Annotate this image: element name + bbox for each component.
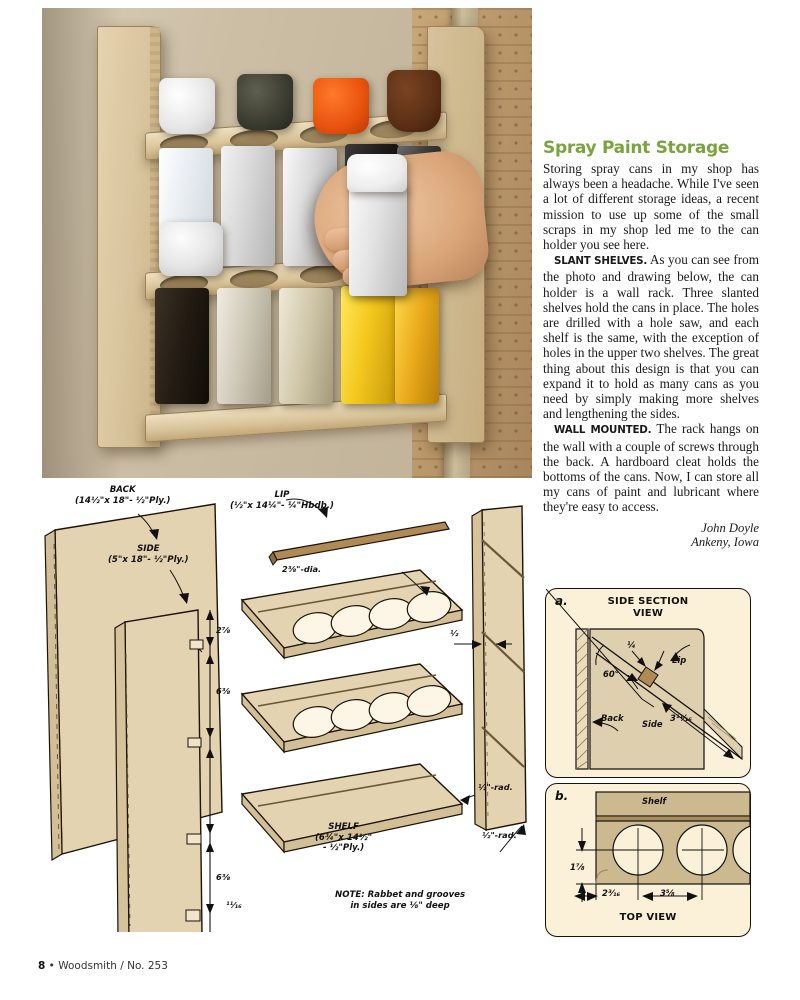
project-photo (42, 8, 532, 478)
detail-a-title-line1: SIDE SECTION (607, 596, 689, 607)
byline: John Doyle Ankeny, Iowa (543, 521, 759, 549)
spray-can (395, 288, 439, 404)
spray-can-cap-white (159, 78, 215, 134)
part-name-side: SIDE (137, 544, 160, 554)
dim-top-gap: 2⅞ (216, 625, 231, 635)
article-paragraph-1: Storing spray cans in my shop has always… (543, 161, 759, 253)
part-name-shelf: SHELF (328, 822, 359, 832)
spray-can-held (349, 184, 407, 296)
footer-page-number: 8 (38, 960, 46, 972)
dim-radius-side: ½"-rad. (478, 782, 513, 792)
drawing-vectors (44, 498, 527, 932)
dim-hole-diameter: 2⅜"-dia. (282, 564, 322, 574)
detail-a-vectors (546, 589, 743, 770)
paragraph-2-body: As you can see from the photo and drawin… (543, 252, 760, 422)
detail-a-title-line2: VIEW (632, 607, 664, 619)
part-label-back: BACK (14½"x 18"- ½"Ply.) (75, 485, 170, 506)
part-spec-back: (14½"x 18"- ½"Ply.) (75, 495, 171, 506)
spray-can (341, 286, 395, 404)
article-column: Spray Paint Storage Storing spray cans i… (543, 138, 759, 549)
detail-b-shelf-label: Shelf (642, 796, 667, 806)
dim-shelf-space-1: 6⅜ (216, 686, 231, 696)
detail-b-tag: b. (555, 789, 569, 803)
dim-bottom: ¹¹⁄₁₆ (226, 900, 242, 910)
part-name-lip: LIP (274, 490, 290, 500)
detail-a-lip-thickness: ¼ (627, 640, 636, 650)
spray-can-cap-held (347, 154, 407, 192)
detail-b-vectors (574, 791, 750, 902)
part-label-side: SIDE (5"x 18"- ½"Ply.) (108, 544, 189, 565)
detail-a-lip-label: Lip (672, 655, 687, 665)
article-headline: Spray Paint Storage (543, 138, 730, 158)
part-name-back: BACK (109, 485, 136, 495)
exploded-drawing: BACK (14½"x 18"- ½"Ply.) SIDE (5"x 18"- … (30, 482, 550, 932)
spray-can (217, 288, 271, 404)
part-spec-shelf-2: - ½"Ply.) (322, 843, 365, 853)
detail-a-tag: a. (555, 594, 568, 608)
part-label-shelf: SHELF (6¾"x 14½" - ½"Ply.) (315, 822, 372, 854)
detail-b-edge-offset: 1⅞ (570, 862, 585, 872)
spray-can-cap-dark (237, 74, 293, 130)
spray-can (155, 288, 209, 404)
detail-a-side-label: Side (642, 719, 663, 729)
byline-location: Ankeny, Iowa (691, 534, 759, 549)
dim-radius-shelf: ½"-rad. (482, 830, 517, 840)
note-line-1: NOTE: Rabbet and grooves (335, 890, 466, 900)
spray-can-cap-clear (159, 222, 223, 276)
spray-can (279, 288, 333, 404)
part-label-lip: LIP (½"x 14¼"- ¼"Hbdb.) (230, 490, 334, 511)
detail-box-b: b. (545, 783, 751, 937)
detail-b-first-hole: 2³⁄₁₆ (602, 888, 621, 898)
part-spec-side: (5"x 18"- ½"Ply.) (108, 554, 189, 565)
part-spec-lip: (½"x 14¼"- ¼"Hbdb.) (230, 500, 334, 511)
detail-b-hole-spacing: 3⅝ (660, 888, 675, 898)
article-paragraph-3: WALL MOUNTED. The rack hangs on the wall… (543, 421, 759, 514)
page-footer: 8 • Woodsmith / No. 253 (38, 960, 168, 972)
article-paragraph-2: SLANT SHELVES. As you can see from the p… (543, 252, 759, 421)
runin-wall-mounted: WALL MOUNTED. (554, 424, 652, 437)
byline-name: John Doyle (701, 520, 759, 535)
detail-box-a: a. SIDE SECTION VIEW (545, 588, 751, 778)
shelf-hole (230, 268, 278, 290)
dim-groove-width: ½ (450, 628, 459, 638)
spray-can-cap-orange (313, 78, 369, 134)
part-spec-shelf-1: (6¾"x 14½" (315, 832, 373, 843)
footer-publication: Woodsmith / No. 253 (58, 960, 168, 972)
rack-side-left (97, 26, 161, 448)
detail-a-back-label: Back (601, 713, 624, 723)
detail-b-title: TOP VIEW (619, 912, 677, 923)
paragraph-3-body: The rack hangs on the wall with a couple… (543, 421, 760, 515)
spray-can-rack (97, 26, 492, 466)
runin-slant-shelves: SLANT SHELVES. (554, 255, 648, 268)
footer-separator: • (48, 960, 55, 972)
dim-shelf-space-2: 6⅜ (216, 872, 231, 882)
detail-a-angle: 60° (603, 669, 619, 679)
spray-can (221, 146, 275, 266)
note-line-2: in sides are ⅛" deep (350, 900, 450, 911)
detail-a-title: SIDE SECTION VIEW (546, 596, 750, 619)
plywood-edge (150, 27, 160, 447)
drawing-note: NOTE: Rabbet and grooves in sides are ⅛"… (335, 890, 465, 911)
detail-a-length: 3¹¹⁄₁₆ (670, 713, 692, 723)
spray-can-cap-brown (387, 70, 441, 132)
